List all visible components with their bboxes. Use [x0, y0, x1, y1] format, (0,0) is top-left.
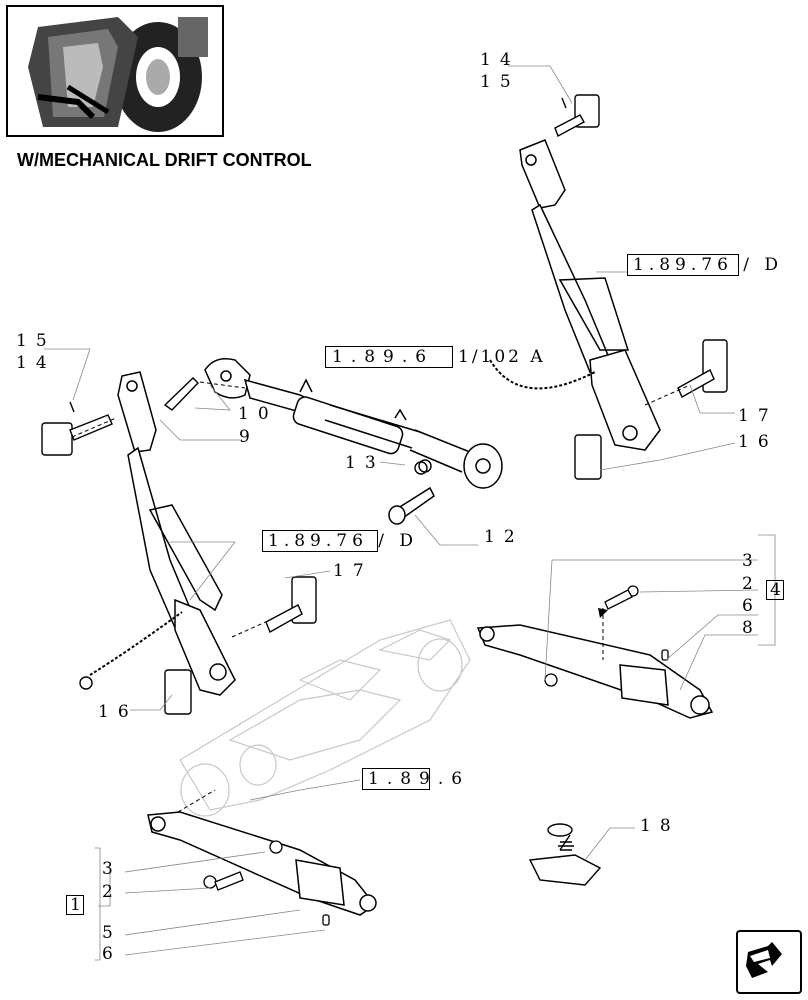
dash-lines — [71, 381, 691, 813]
right-nut-6 — [661, 649, 669, 661]
ref-box-1896[interactable] — [362, 768, 430, 790]
ref-1896[interactable]: 1.89.6 — [368, 769, 471, 789]
left-bushing-3 — [269, 840, 283, 854]
left-chain-ring — [79, 676, 93, 690]
ref-18976[interactable]: 1.89.76 / D — [633, 255, 784, 275]
ghost-axle-housing — [179, 619, 471, 817]
callout-17-right: 17 — [738, 406, 778, 426]
callout-10: 10 — [238, 404, 278, 424]
callout-3-left: 3 — [102, 859, 122, 879]
callout-box-4[interactable] — [766, 580, 784, 600]
right-chain — [489, 359, 596, 390]
left-pin-assembly — [41, 401, 113, 456]
ref-box-18976[interactable] — [627, 254, 739, 276]
callout-2-left: 2 — [102, 882, 122, 902]
ref-box-1896-top[interactable] — [325, 346, 453, 368]
callout-14-top: 14 — [480, 50, 520, 70]
ref-1896-top[interactable]: 1.89.6 — [332, 347, 435, 367]
tractor-thumbnail — [6, 5, 224, 137]
callout-4-box[interactable]: 4 — [770, 580, 781, 600]
callout-15-top: 15 — [480, 72, 520, 92]
leader-lines — [44, 65, 776, 961]
callout-16-left: 16 — [98, 702, 138, 722]
left-lower-link — [147, 811, 377, 916]
next-page-button[interactable] — [736, 930, 802, 994]
top-link-pin — [388, 486, 435, 525]
callout-6-right: 6 — [742, 596, 762, 616]
left-chain — [89, 611, 183, 676]
top-link — [204, 358, 503, 489]
callout-12: 12 — [484, 527, 524, 547]
callout-14-left: 14 — [16, 353, 56, 373]
left-pin-2 — [203, 871, 244, 891]
callout-9: 9 — [239, 427, 259, 447]
ref-box-18976-left[interactable] — [262, 530, 378, 552]
callout-1-box[interactable]: 1 — [70, 895, 81, 915]
callout-16-right: 16 — [738, 432, 778, 452]
right-link-dash-arrow — [598, 608, 608, 618]
left-lift-rod — [117, 371, 236, 696]
callout-18: 18 — [640, 816, 680, 836]
callout-17-left: 17 — [333, 561, 373, 581]
callout-5-left: 5 — [102, 923, 122, 943]
right-pin-17 — [677, 339, 728, 398]
callout-box-1[interactable] — [66, 895, 84, 915]
callout-6-left: 6 — [102, 944, 122, 964]
tractor-thumbnail-image — [8, 7, 222, 135]
next-arrow-icon — [746, 942, 782, 978]
callout-15-left: 15 — [16, 331, 56, 351]
left-block — [164, 669, 192, 715]
ref-1896-top-suffix[interactable]: 1/102 A — [458, 347, 546, 367]
right-block — [574, 434, 602, 480]
left-pin-17 — [265, 576, 317, 634]
right-bushing-3 — [544, 673, 558, 687]
callout-2-right: 2 — [742, 574, 762, 594]
callout-3-right: 3 — [742, 551, 762, 571]
right-lift-rod — [519, 139, 661, 451]
callout-13: 13 — [345, 453, 385, 473]
lynch-clip — [163, 377, 199, 411]
right-pin-assembly — [554, 94, 600, 137]
right-pin-2 — [604, 585, 639, 610]
latch-pin-18 — [528, 823, 602, 886]
page-title: W/MECHANICAL DRIFT CONTROL — [17, 150, 312, 170]
ref-18976-left[interactable]: 1.89.76 / D — [268, 531, 419, 551]
left-nut-6 — [322, 914, 330, 926]
spring-clip — [414, 459, 432, 475]
callout-8-right: 8 — [742, 618, 762, 638]
right-lower-link — [476, 624, 714, 719]
